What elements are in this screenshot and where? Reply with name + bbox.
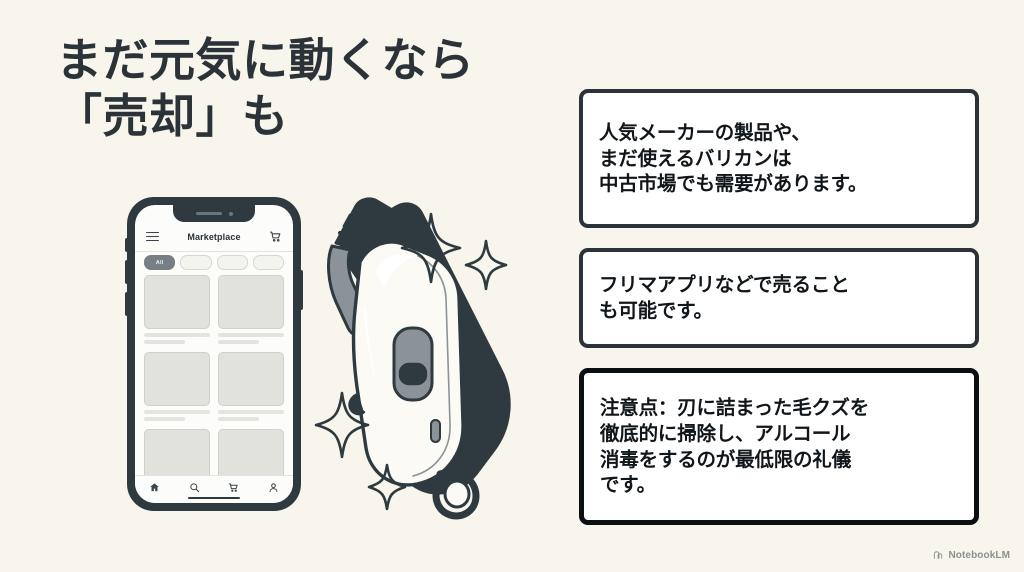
product-title-skeleton — [218, 409, 284, 414]
product-card[interactable] — [144, 429, 210, 475]
phone-speaker — [195, 212, 222, 215]
product-card[interactable] — [218, 275, 284, 344]
product-image-placeholder — [218, 275, 284, 329]
callout-text: 人気メーカーの製品や、 まだ使えるバリカンは 中古市場でも需要があります。 — [599, 120, 868, 196]
chip-label: All — [155, 259, 164, 266]
callout-box-3: 注意点：刃に詰まった毛クズを 徹底的に掃除し、アルコール 消毒をするのが最低限の… — [579, 368, 979, 525]
product-image-placeholder — [144, 352, 210, 406]
phone-mockup: Marketplace All — [125, 198, 303, 510]
category-chip-all[interactable]: All — [144, 255, 176, 270]
phone-frame: Marketplace All — [125, 198, 303, 510]
category-chip[interactable] — [252, 255, 284, 270]
product-title-skeleton — [218, 332, 284, 337]
product-card[interactable] — [218, 429, 284, 475]
product-title-skeleton — [144, 332, 210, 337]
product-price-skeleton — [144, 417, 185, 421]
notebooklm-watermark: NotebookLM — [933, 550, 1010, 561]
page-title: まだ元気に動くなら 「売却」も — [56, 33, 475, 144]
hair-clipper-illustration — [300, 188, 524, 522]
callout-box-2: フリマアプリなどで売ること も可能です。 — [579, 248, 979, 348]
product-title-skeleton — [144, 409, 210, 414]
app-header: Marketplace — [135, 222, 293, 252]
product-price-skeleton — [218, 417, 259, 421]
phone-notch — [173, 205, 255, 222]
phone-power-button[interactable] — [299, 270, 303, 310]
home-indicator — [188, 496, 240, 499]
hamburger-menu-icon[interactable] — [146, 231, 159, 242]
home-icon[interactable] — [149, 482, 160, 493]
profile-icon[interactable] — [268, 482, 279, 493]
product-image-placeholder — [144, 275, 210, 329]
product-image-placeholder — [218, 352, 284, 406]
category-chip-list: All — [135, 255, 293, 270]
product-image-placeholder — [144, 429, 210, 475]
category-chip[interactable] — [216, 255, 248, 270]
notebooklm-logo-icon — [933, 550, 944, 561]
callout-text: 注意点：刃に詰まった毛クズを 徹底的に掃除し、アルコール 消毒をするのが最低限の… — [600, 396, 870, 497]
watermark-label: NotebookLM — [948, 550, 1010, 561]
app-title: Marketplace — [187, 231, 241, 242]
callout-text: フリマアプリなどで売ること も可能です。 — [599, 273, 850, 322]
phone-screen: Marketplace All — [135, 205, 293, 503]
product-grid — [135, 275, 293, 475]
product-image-placeholder — [218, 429, 284, 475]
shopping-cart-icon[interactable] — [228, 482, 239, 493]
product-card[interactable] — [144, 352, 210, 421]
phone-volume-down-button[interactable] — [125, 292, 129, 316]
phone-mute-switch[interactable] — [125, 238, 129, 252]
product-card[interactable] — [218, 352, 284, 421]
callout-box-1: 人気メーカーの製品や、 まだ使えるバリカンは 中古市場でも需要があります。 — [579, 89, 979, 228]
phone-volume-up-button[interactable] — [125, 260, 129, 284]
phone-front-camera — [228, 211, 233, 216]
shopping-cart-icon[interactable] — [269, 230, 282, 243]
category-chip[interactable] — [180, 255, 212, 270]
search-icon[interactable] — [189, 482, 200, 493]
product-card[interactable] — [144, 275, 210, 344]
product-price-skeleton — [218, 340, 259, 344]
product-price-skeleton — [144, 340, 185, 344]
